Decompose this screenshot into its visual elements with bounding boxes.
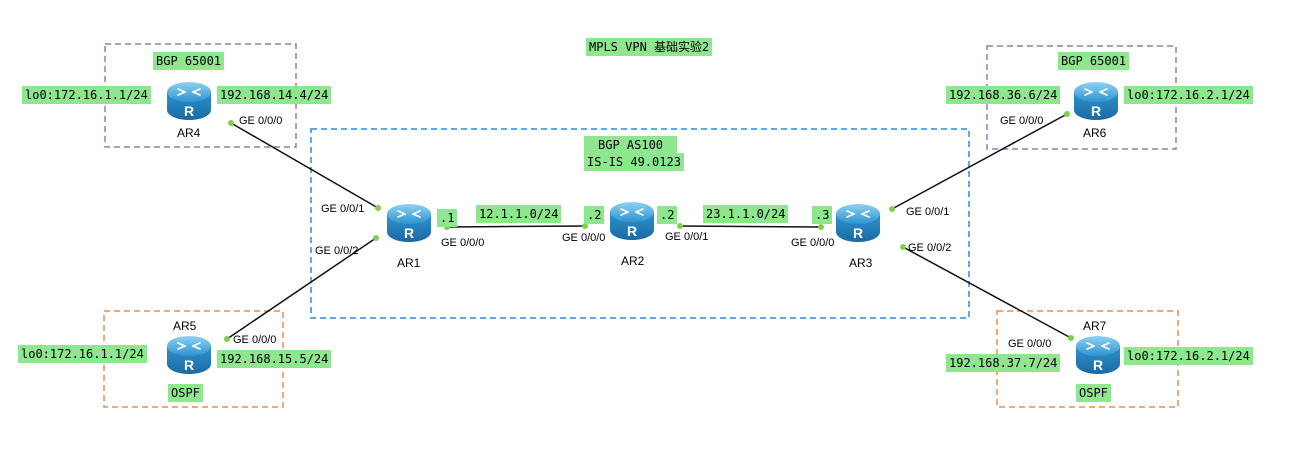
- router-icon[interactable]: R: [607, 198, 657, 244]
- ar3-host-id: .3: [812, 206, 833, 224]
- router-name-ar4: AR4: [177, 126, 201, 140]
- router-name-ar3: AR3: [849, 256, 873, 270]
- ar4-bgp-label: BGP 65001: [153, 52, 225, 70]
- core-igp-label: IS-IS 49.0123: [584, 153, 684, 171]
- port-label-ar5-ge000: GE 0/0/0: [233, 334, 277, 346]
- svg-text:R: R: [853, 225, 863, 241]
- router-icon[interactable]: R: [1071, 78, 1121, 124]
- port-label-ar3-ge002: GE 0/0/2: [908, 242, 952, 254]
- router-icon[interactable]: R: [384, 200, 434, 246]
- core-as-label: BGP AS100: [584, 136, 678, 154]
- link-label-ar1-ar2: 12.1.1.0/24: [476, 205, 562, 223]
- port-label-ar1-ge002: GE 0/0/2: [315, 245, 359, 257]
- ar6-loopback-label: lo0:172.16.2.1/24: [1124, 86, 1253, 104]
- port-label-ar1-ge001: GE 0/0/1: [321, 203, 365, 215]
- svg-text:R: R: [184, 103, 194, 119]
- ar4-loopback-label: lo0:172.16.1.1/24: [22, 86, 151, 104]
- link-ar2-ar3: [679, 225, 822, 228]
- ar5-loopback-label: lo0:172.16.1.1/24: [18, 345, 147, 363]
- ar4-ip-label: 192.168.14.4/24: [217, 86, 332, 104]
- router-name-ar6: AR6: [1083, 126, 1107, 140]
- link-label-ar2-ar3: 23.1.1.0/24: [703, 205, 789, 223]
- svg-text:R: R: [627, 223, 637, 239]
- link-ar3-ar6: [891, 113, 1068, 210]
- router-name-ar1: AR1: [397, 256, 421, 270]
- core-area-box: [310, 128, 970, 319]
- port-label-ar4-ge000: GE 0/0/0: [239, 115, 283, 127]
- svg-text:R: R: [184, 357, 194, 373]
- ar2-right-host-id: .2: [657, 206, 678, 224]
- link-ar3-ar7: [902, 246, 1072, 339]
- ar7-ip-label: 192.168.37.7/24: [946, 354, 1061, 372]
- router-icon[interactable]: R: [833, 200, 883, 246]
- port-label-ar2-ge000: GE 0/0/0: [562, 232, 606, 244]
- router-name-ar5: AR5: [173, 319, 197, 333]
- ar6-bgp-label: BGP 65001: [1058, 52, 1130, 70]
- router-name-ar7: AR7: [1083, 319, 1107, 333]
- svg-text:R: R: [1091, 103, 1101, 119]
- diagram-title: MPLS VPN 基础实验2: [586, 38, 713, 56]
- port-label-ar7-ge000: GE 0/0/0: [1008, 338, 1052, 350]
- svg-text:R: R: [1093, 357, 1103, 373]
- port-dots: [224, 111, 1074, 342]
- port-label-ar6-ge000: GE 0/0/0: [1000, 115, 1044, 127]
- ar7-loopback-label: lo0:172.16.2.1/24: [1124, 347, 1253, 365]
- ar5-ip-label: 192.168.15.5/24: [217, 350, 332, 368]
- link-ar1-ar2: [446, 225, 586, 228]
- port-label-ar1-ge000: GE 0/0/0: [441, 237, 485, 249]
- router-icon[interactable]: R: [164, 78, 214, 124]
- router-icon[interactable]: R: [1073, 332, 1123, 378]
- port-label-ar2-ge001: GE 0/0/1: [665, 231, 709, 243]
- svg-text:R: R: [404, 225, 414, 241]
- router-icon[interactable]: R: [164, 332, 214, 378]
- router-name-ar2: AR2: [621, 254, 645, 268]
- ar1-host-id: .1: [437, 209, 458, 227]
- ar7-protocol-label: OSPF: [1076, 384, 1111, 402]
- ar6-ip-label: 192.168.36.6/24: [946, 86, 1061, 104]
- link-ar4-ar1: [230, 122, 379, 209]
- ar2-left-host-id: .2: [584, 206, 605, 224]
- port-label-ar3-ge001: GE 0/0/1: [906, 206, 950, 218]
- ar5-protocol-label: OSPF: [168, 384, 203, 402]
- port-label-ar3-ge000: GE 0/0/0: [791, 237, 835, 249]
- link-ar5-ar1: [226, 237, 377, 340]
